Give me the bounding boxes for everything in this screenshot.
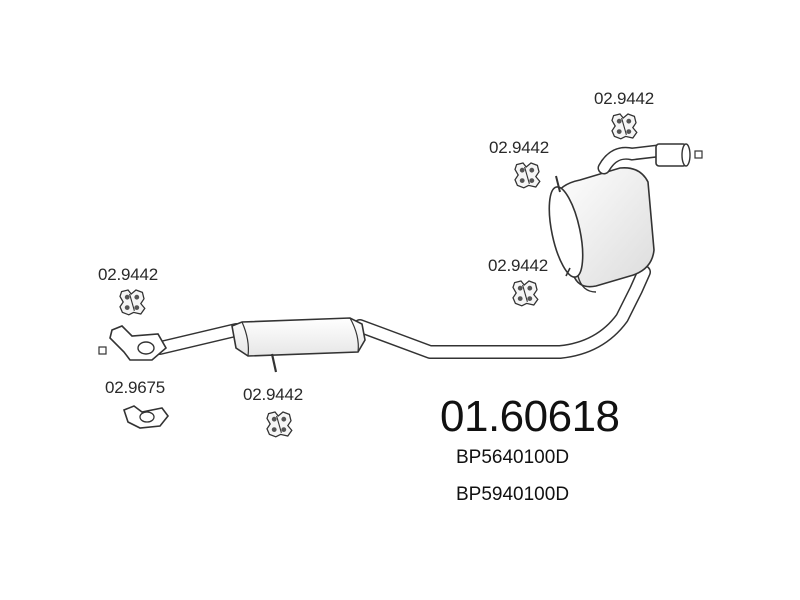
hanger-top-right-icon — [611, 113, 638, 140]
exhaust-pipe — [153, 265, 651, 359]
end-marker-right — [694, 150, 703, 159]
gasket-icon — [123, 405, 170, 429]
oem-number-2: BP5940100D — [456, 484, 570, 505]
callout-hanger-upper-mid: 02.9442 — [489, 138, 550, 157]
front-flange — [109, 325, 168, 361]
hanger-right-mid-icon — [512, 280, 539, 307]
callout-hanger-right-mid: 02.9442 — [488, 256, 549, 275]
hanger-left-icon — [119, 289, 146, 316]
end-marker-left — [98, 346, 107, 355]
oem-number-1: BP5640100D — [456, 447, 570, 468]
part-number: 01.60618 — [440, 392, 620, 441]
callout-gasket-left: 02.9675 — [105, 378, 166, 397]
tail-pipe — [597, 143, 691, 175]
callout-hanger-left: 02.9442 — [98, 265, 159, 284]
callout-hanger-top-right: 02.9442 — [594, 89, 655, 108]
center-resonator — [231, 317, 366, 373]
hanger-upper-mid-icon — [514, 162, 541, 189]
hanger-center-icon — [266, 411, 293, 438]
rear-muffler — [548, 166, 655, 293]
callout-hanger-center: 02.9442 — [243, 385, 304, 404]
